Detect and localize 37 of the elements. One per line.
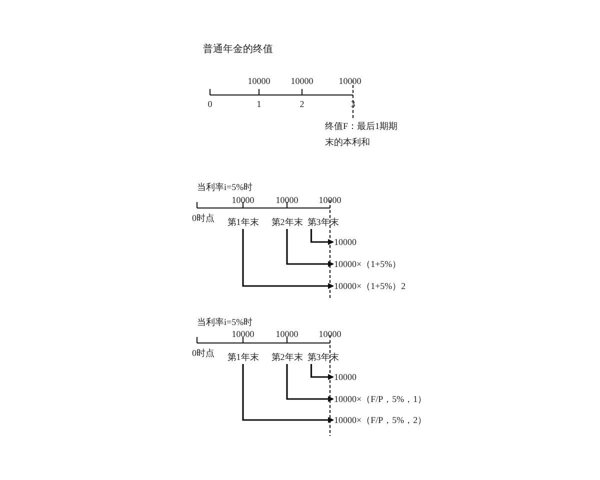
axis-label: 10000 bbox=[290, 75, 314, 87]
axis-label: 10000 bbox=[276, 328, 298, 340]
axis-label: 2 bbox=[300, 98, 304, 110]
axis-label: 10000 bbox=[276, 194, 298, 206]
value-text: 10000×（1+5%） bbox=[334, 258, 402, 270]
axis-label: 10000 bbox=[232, 328, 254, 340]
value-text: 10000×（F/P，5%，2） bbox=[334, 414, 427, 426]
axis-label: 1 bbox=[256, 98, 262, 110]
value-text: 10000 bbox=[334, 371, 356, 383]
year-end-label: 第2年末 bbox=[271, 351, 303, 363]
axis-label: 0时点 bbox=[192, 212, 214, 224]
year-end-label: 第3年末 bbox=[307, 351, 339, 363]
axis-label: 0 bbox=[208, 98, 212, 110]
arrow bbox=[242, 364, 334, 423]
year-end-label: 第3年末 bbox=[307, 216, 339, 228]
axis-label: 10000 bbox=[338, 75, 362, 87]
arrow bbox=[310, 364, 334, 380]
axis-label: 10000 bbox=[232, 194, 254, 206]
axis-label: 10000 bbox=[248, 75, 270, 87]
axis-label: 10000 bbox=[318, 328, 342, 340]
arrow bbox=[242, 229, 334, 289]
year-end-label: 第2年末 bbox=[271, 216, 303, 228]
arrow bbox=[310, 229, 334, 245]
note-text: 终值F：最后1期期末的本利和 bbox=[325, 120, 399, 149]
axis-label: 0时点 bbox=[192, 347, 214, 359]
value-text: 10000×（F/P，5%，1） bbox=[334, 393, 427, 405]
diagram-title: 普通年金的终值 bbox=[203, 44, 273, 56]
arrow bbox=[286, 364, 334, 402]
value-text: 10000×（1+5%）2 bbox=[334, 280, 406, 292]
value-text: 10000 bbox=[334, 236, 356, 248]
axis-label: 3 bbox=[350, 98, 356, 110]
axis-label: 当利率i=5%时 bbox=[197, 181, 253, 193]
axis-label: 10000 bbox=[318, 194, 342, 206]
year-end-label: 第1年末 bbox=[227, 216, 259, 228]
year-end-label: 第1年末 bbox=[227, 351, 259, 363]
arrow bbox=[286, 229, 334, 267]
axis-label: 当利率i=5%时 bbox=[197, 316, 253, 328]
